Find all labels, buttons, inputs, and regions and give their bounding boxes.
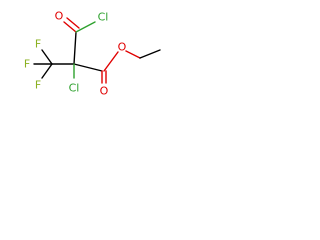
bond-acyl-co-double-a: [63, 21, 77, 33]
bond-cf-top: [41, 49, 53, 65]
bond-ether-ch2: [125, 50, 141, 59]
bond-ester-co-single: [103, 51, 119, 72]
bond-acyl-co-double-b: [66, 17, 80, 29]
atom-label-acyl-o: O: [55, 10, 64, 23]
atom-label-ether-o: O: [118, 41, 127, 54]
atom-label-carbonyl-o: O: [100, 85, 109, 98]
atom-label-f-top: F: [35, 38, 41, 51]
bond-alpha-ester: [73, 63, 103, 72]
bond-ethyl: [139, 49, 161, 59]
atom-label-f-bottom: F: [35, 79, 41, 92]
bond-alpha-carbonyl: [73, 31, 77, 65]
atom-label-alpha-cl: Cl: [69, 82, 80, 95]
bond-cf-bottom: [41, 63, 53, 79]
bond-acyl-ccl: [75, 21, 96, 33]
structure-diagram: O Cl O O Cl F F F: [24, 10, 161, 98]
atom-label-acyl-cl: Cl: [98, 11, 109, 24]
atom-label-f-left: F: [24, 58, 30, 71]
